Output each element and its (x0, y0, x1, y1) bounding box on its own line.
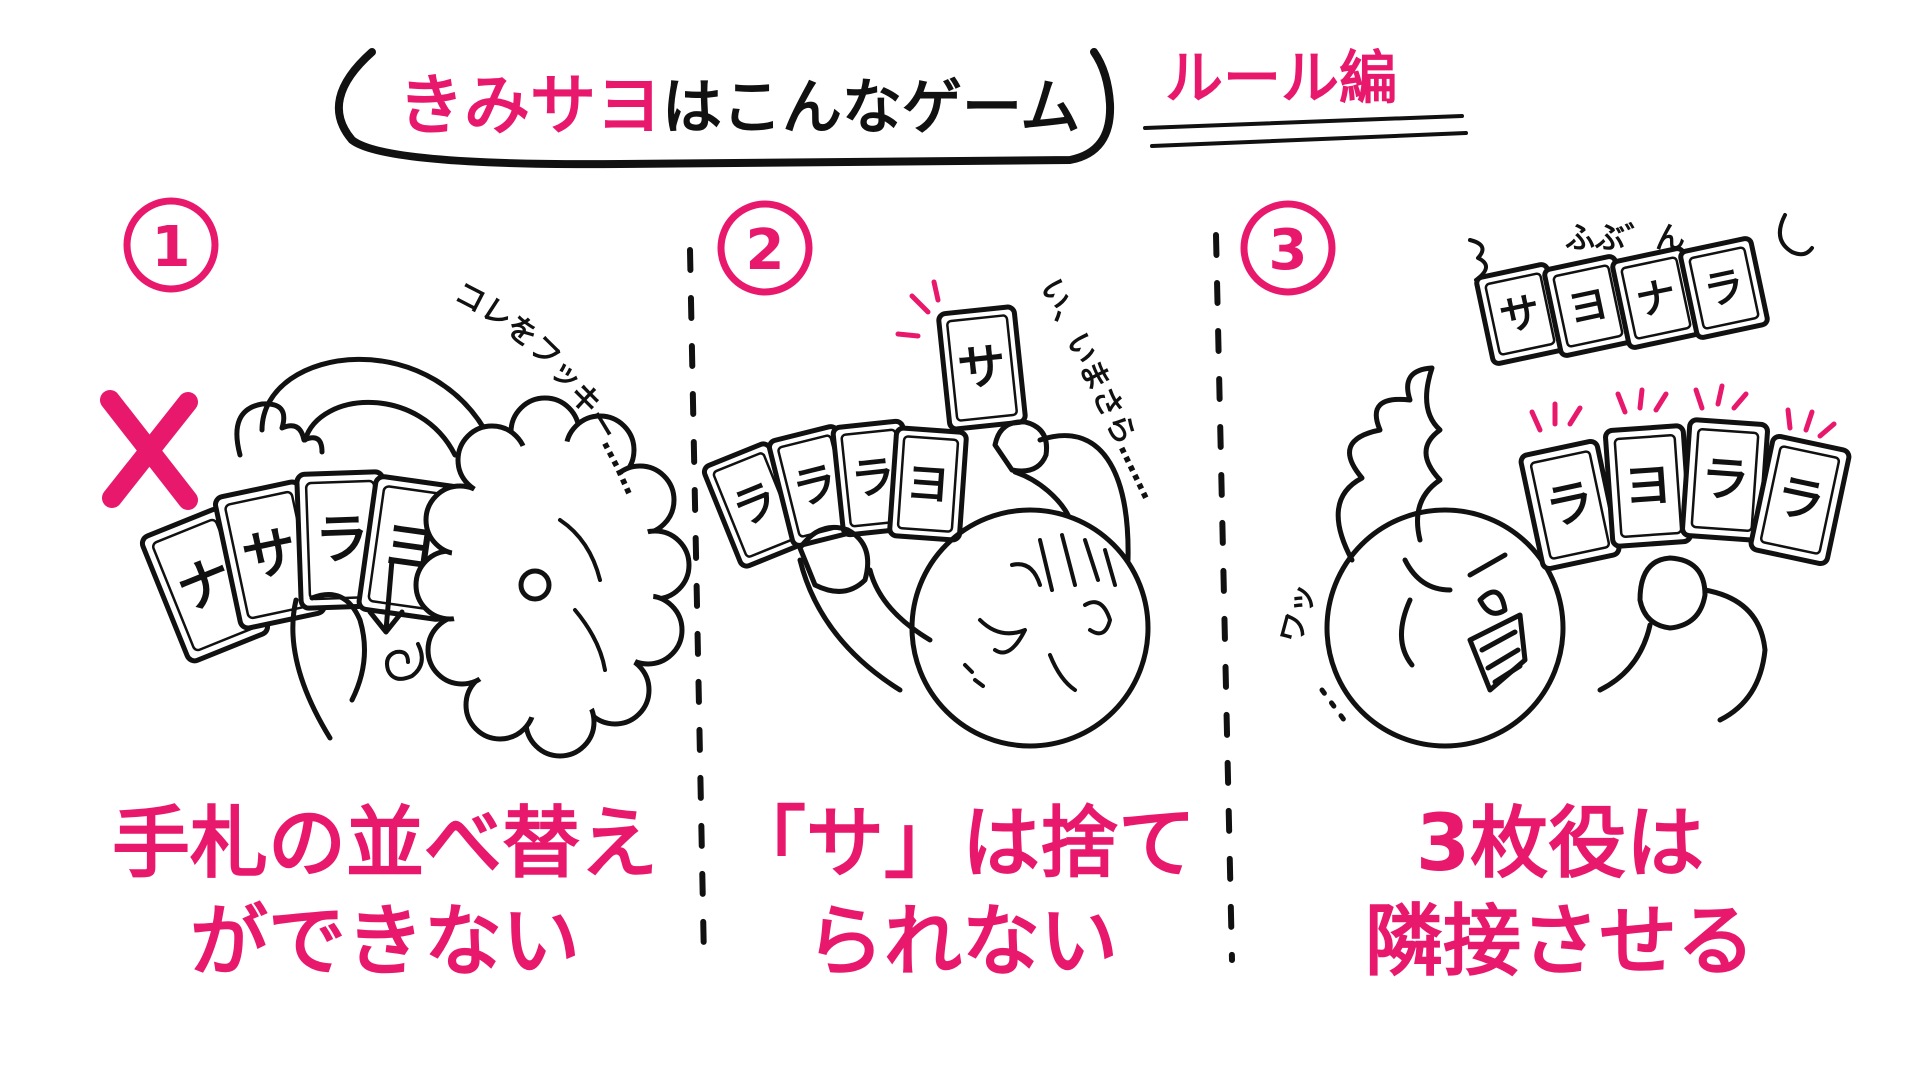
svg-text:ヨ: ヨ (1622, 456, 1674, 515)
cross-icon (100, 390, 198, 510)
step-number: 3 (1269, 218, 1308, 283)
svg-text:ラ: ラ (1700, 262, 1749, 315)
table-card: ヨ (1542, 254, 1634, 358)
panel-2: 2 ラ ラ ラ ヨ サ (701, 200, 1196, 987)
angry-face (1399, 552, 1528, 693)
raising-arm (1037, 433, 1131, 563)
panel-3: 3 ふぶ゛ん サ ヨ ナ ラ (1240, 200, 1852, 987)
svg-text:ヨ: ヨ (1564, 280, 1613, 333)
rule-caption-line-1: 「サ」は捨て (728, 799, 1196, 889)
svg-text:ラ: ラ (1771, 468, 1830, 533)
svg-text:ラ: ラ (1699, 450, 1751, 509)
step-number: 1 (152, 215, 191, 280)
swirl-mark (385, 642, 424, 681)
hand-card: ラ (1680, 417, 1770, 543)
title-bracket (334, 48, 1115, 169)
hand-card: ラ (1748, 433, 1852, 567)
player-head (909, 507, 1151, 749)
raising-arm (1012, 469, 1071, 518)
holding-arm (1597, 622, 1653, 693)
holding-arm (867, 567, 933, 643)
holding-arm (290, 597, 333, 741)
holding-hand (1637, 555, 1708, 631)
svg-text:ナ: ナ (1632, 272, 1681, 325)
panel-divider-2 (1213, 232, 1235, 963)
rule-caption-line-2: ができない (190, 897, 580, 987)
flame-hair (1335, 365, 1443, 563)
opponent-ear (518, 568, 552, 602)
raised-card: サ (936, 304, 1028, 432)
step-number-circle (717, 200, 813, 296)
table-card: サ (1474, 262, 1566, 366)
speech-text: い、いまさら…… (1033, 273, 1169, 504)
svg-text:ラ: ラ (1541, 473, 1600, 538)
hand-card: ヨ (887, 425, 969, 543)
player-head (1324, 507, 1566, 749)
svg-text:サ: サ (237, 518, 303, 591)
svg-text:ヨ: ヨ (904, 458, 951, 512)
step-number-circle (123, 197, 219, 293)
raising-hand (992, 419, 1050, 474)
svg-text:ラ: ラ (849, 451, 898, 506)
holding-hand (309, 592, 367, 703)
holding-hand (797, 524, 871, 594)
move-arrow (367, 557, 405, 635)
table-card: ラ (1678, 236, 1770, 340)
sound-mark-right (1777, 213, 1814, 257)
grab-arc-inner (302, 400, 458, 458)
panel-divider-1 (687, 247, 707, 963)
page-title: きみサヨはこんなゲーム (398, 67, 1080, 144)
emphasis-lines (1529, 383, 1837, 439)
rule-caption-line-1: 手札の並べ替え (112, 799, 658, 889)
title-highlight: きみサヨ (398, 67, 662, 144)
svg-text:ラ: ラ (314, 507, 370, 572)
grabbing-hand (234, 401, 325, 458)
svg-text:サ: サ (1496, 288, 1545, 341)
subtitle-underline-2 (1150, 131, 1468, 148)
rule-caption-line-2: られない (806, 897, 1118, 987)
step-number-circle (1240, 200, 1336, 296)
subtitle: ルール編 (1165, 44, 1397, 112)
holding-arm (1702, 587, 1768, 723)
rule-caption-line-2: 隣接させる (1365, 897, 1755, 987)
emphasis-lines (895, 279, 941, 339)
grab-arc (259, 356, 498, 453)
table-card: ナ (1610, 246, 1702, 350)
speech-side-text: ワッ (1274, 580, 1323, 647)
header: きみサヨはこんなゲーム ルール編 (334, 44, 1468, 169)
svg-text:サ: サ (955, 338, 1009, 399)
holding-arm (797, 557, 903, 693)
step-number: 2 (746, 218, 785, 283)
opponent-cloud-head (413, 395, 692, 759)
rule-caption-line-1: 3枚役は (1416, 799, 1704, 889)
sound-mark-left (1468, 238, 1488, 282)
title-rest: はこんなゲーム (662, 73, 1080, 143)
hand-card: ヨ (1603, 423, 1693, 549)
panel-1: 1 ナ サ ラ ヨ (100, 197, 692, 987)
hand-card: ラ (1518, 438, 1622, 572)
player-face (963, 533, 1117, 692)
subtitle-underline-1 (1143, 114, 1464, 130)
